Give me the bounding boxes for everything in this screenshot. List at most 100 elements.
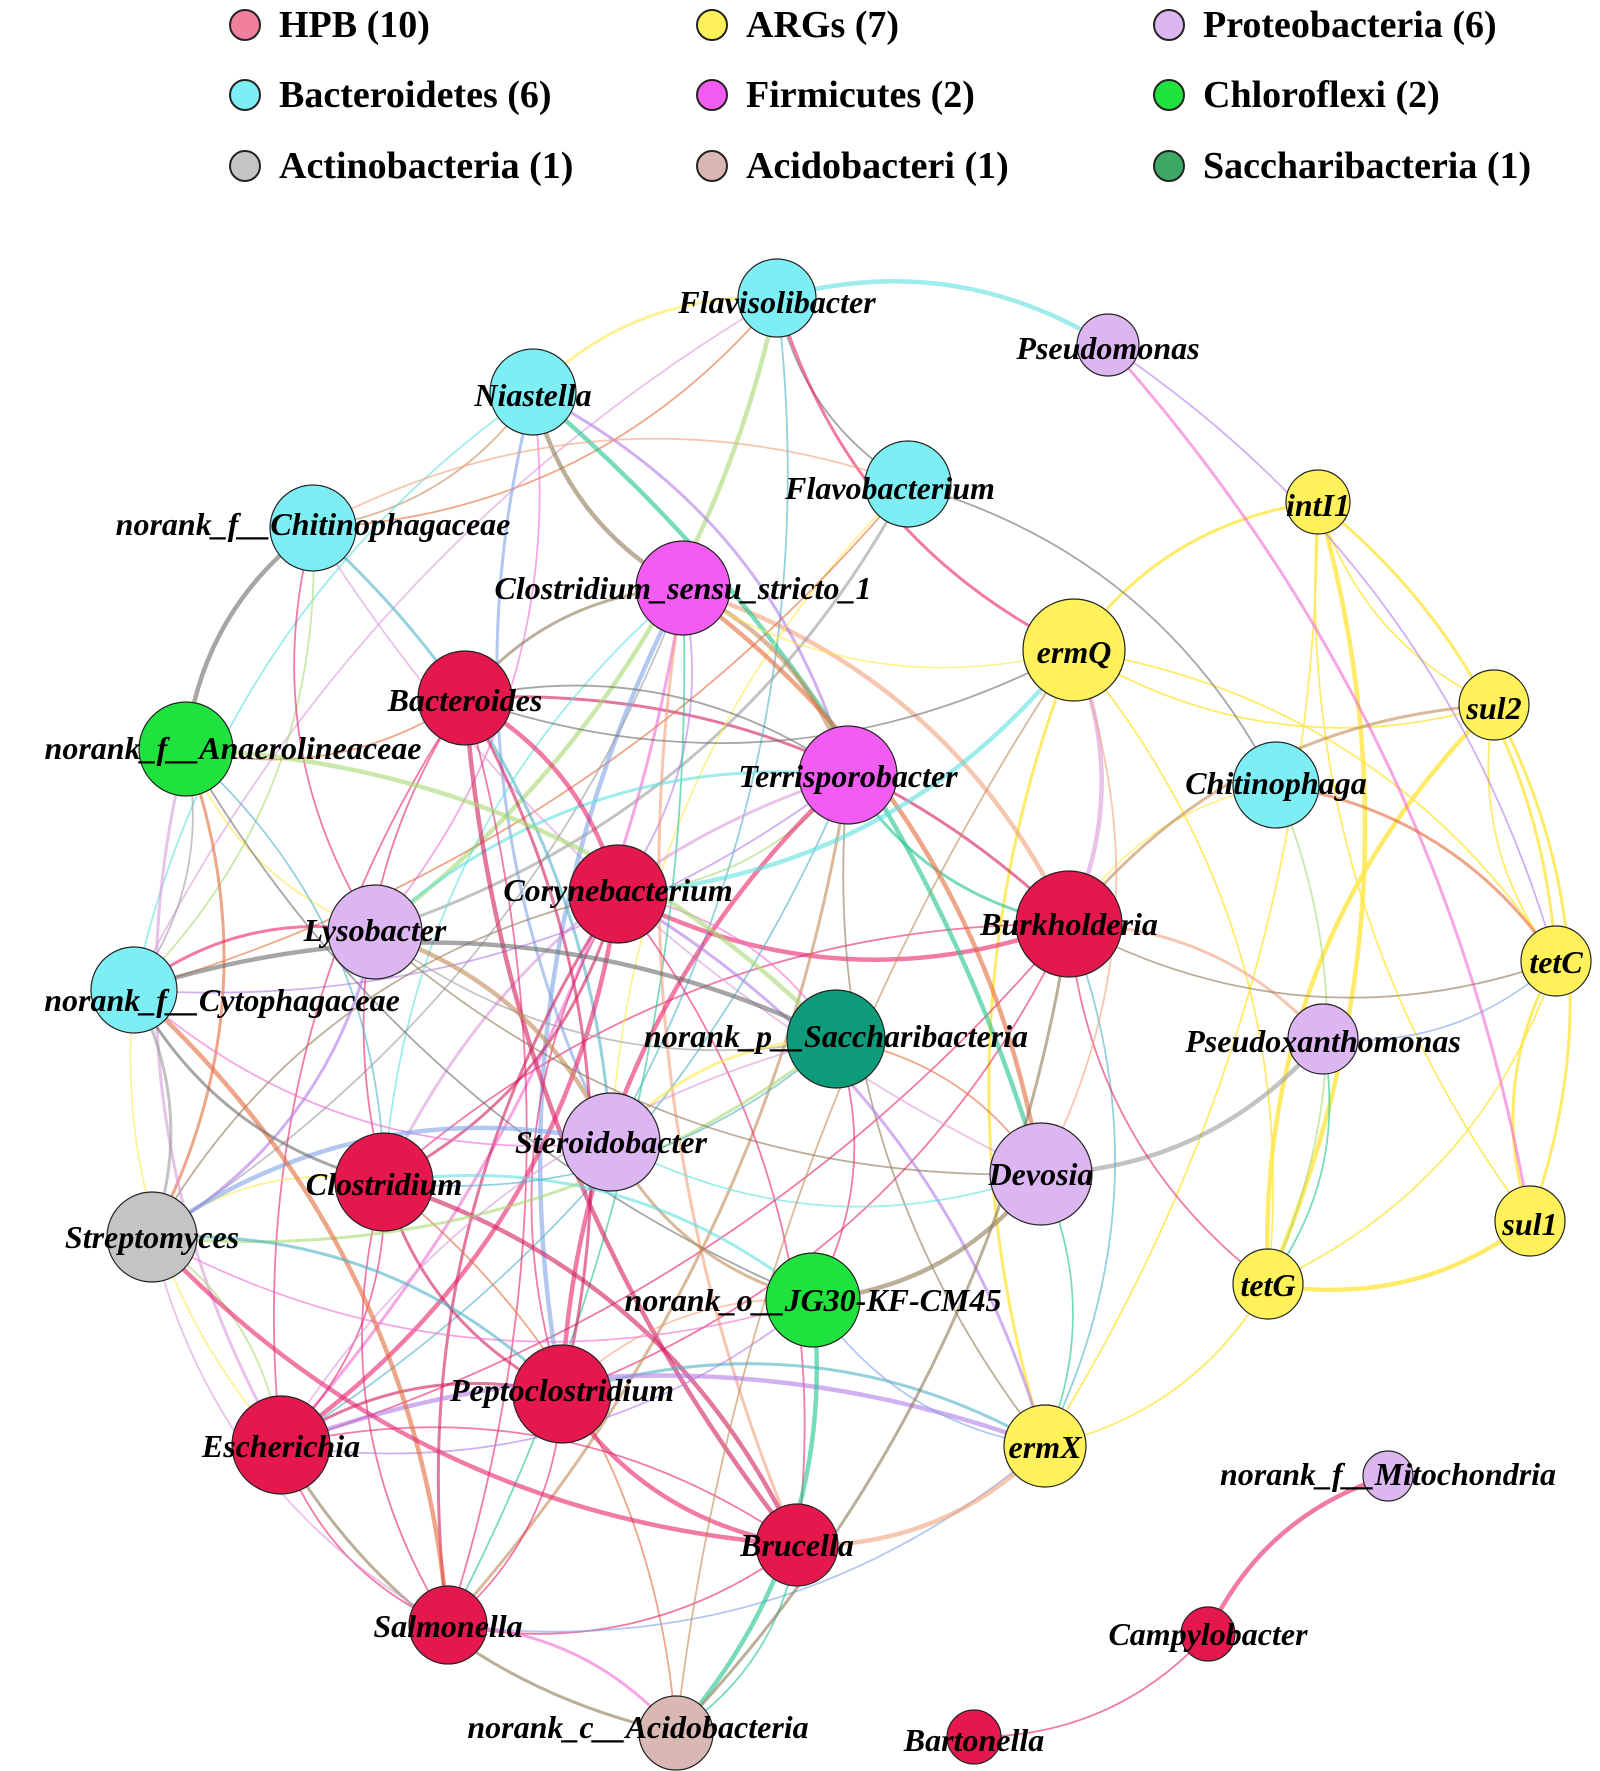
node-escherichia <box>231 1395 331 1495</box>
edge-anaerolineaceae-saccharibacteria <box>185 746 838 1041</box>
legend-swatch-saccharibacteria <box>1153 150 1185 182</box>
node-label-flavisolibacter: Flavisolibacter <box>677 284 876 320</box>
node-pseudomonas <box>1076 313 1140 377</box>
edge-tetG-ermQ <box>1073 649 1274 1285</box>
node-label-devosia: Devosia <box>988 1156 1094 1192</box>
legend-item-bacteroidetes: Bacteroidetes (6) <box>229 70 552 120</box>
edge-campylobacter-bartonella <box>973 1633 1209 1738</box>
edge-mitochondria-campylobacter <box>1205 1473 1389 1635</box>
node-streptomyces <box>106 1191 198 1283</box>
edge-cytophagaceae-salmonella <box>132 988 451 1626</box>
edge-flavobacterium-steroidobacter <box>610 483 909 1143</box>
node-terrisporobacter <box>798 725 898 825</box>
node-ermX <box>1003 1404 1087 1488</box>
node-devosia <box>989 1122 1093 1226</box>
node-label-pseudomonas: Pseudomonas <box>1015 330 1199 366</box>
node-burkholderia <box>1015 870 1123 978</box>
legend-label-firmicutes: Firmicutes (2) <box>746 74 975 116</box>
node-label-streptomyces: Streptomyces <box>65 1219 239 1255</box>
legend-item-args: ARGs (7) <box>696 0 899 50</box>
node-label-peptoclostridium: Peptoclostridium <box>449 1372 674 1408</box>
edge-intI1-ermX <box>1044 501 1319 1447</box>
edge-pseudomonas-sul1 <box>1106 344 1532 1222</box>
node-label-intI1: intI1 <box>1286 487 1350 523</box>
node-niastella <box>489 348 577 436</box>
node-saccharibacteria <box>786 989 886 1089</box>
legend-swatch-args <box>696 9 728 41</box>
edge-chitinophagaceae-cytophagaceae <box>133 527 315 991</box>
node-bartonella <box>946 1709 1002 1765</box>
legend-swatch-hpb <box>229 9 261 41</box>
legend-item-chloroflexi: Chloroflexi (2) <box>1153 70 1440 120</box>
node-label-ermQ: ermQ <box>1037 634 1112 670</box>
node-mitochondria <box>1362 1450 1414 1502</box>
edge-steroidobacter-devosia <box>610 1141 1042 1208</box>
edge-acidobacteria-burkholderia <box>674 923 1071 1735</box>
edge-bacteroides-ermQ <box>464 649 1075 744</box>
edge-burkholderia-peptoclostridium <box>561 923 1070 1395</box>
node-flavisolibacter <box>737 258 817 338</box>
legend: HPB (10) ARGs (7) Proteobacteria (6) Bac… <box>0 0 1600 190</box>
edge-terrisporobacter-peptoclostridium <box>559 773 850 1395</box>
node-label-niastella: Niastella <box>473 377 591 413</box>
legend-label-actinobacteria: Actinobacteria (1) <box>279 145 574 187</box>
legend-item-proteobacteria: Proteobacteria (6) <box>1153 0 1497 50</box>
edge-clostridium-brucella <box>383 1179 800 1546</box>
edge-sul1-tetG <box>1267 1219 1532 1293</box>
node-label-cytophagaceae: norank_f__Cytophagaceae <box>44 982 400 1018</box>
legend-item-firmicutes: Firmicutes (2) <box>696 70 975 120</box>
node-label-salmonella: Salmonella <box>373 1608 522 1644</box>
legend-label-bacteroidetes: Bacteroidetes (6) <box>279 74 552 116</box>
edge-bacteroides-salmonella <box>447 697 528 1626</box>
node-clostridium <box>334 1132 434 1232</box>
legend-item-acidobacteri: Acidobacteri (1) <box>696 141 1009 191</box>
edge-pseudomonas-flavisolibacter <box>776 279 1110 347</box>
edge-burkholderia-clostridium_ss1 <box>682 585 1072 925</box>
edge-corynebacterium-ermQ <box>617 648 1076 897</box>
node-label-sul2: sul2 <box>1465 690 1521 726</box>
node-label-lysobacter: Lysobacter <box>303 912 447 948</box>
node-label-acidobacteria: norank_c__Acidobacteria <box>467 1709 808 1745</box>
node-salmonella <box>408 1585 488 1665</box>
node-flavobacterium <box>864 440 952 528</box>
edge-terrisporobacter-ermX <box>842 774 1046 1447</box>
node-label-terrisporobacter: Terrisporobacter <box>738 758 958 794</box>
node-layer <box>90 258 1592 1771</box>
edge-terrisporobacter-lysobacter <box>373 770 849 934</box>
edge-burkholderia-tetC <box>1068 923 1557 999</box>
edge-burkholderia-escherichia <box>280 923 1070 1446</box>
node-label-chitinophagaceae: norank_f__Chitinophagaceae <box>116 506 511 542</box>
edge-terrisporobacter-cytophagaceae <box>133 774 849 994</box>
node-label-chitinophaga: Chitinophaga <box>1185 765 1366 801</box>
edge-flavisolibacter-cytophagaceae <box>133 297 778 991</box>
edge-clostridium_ss1-peptoclostridium <box>537 586 685 1395</box>
legend-swatch-actinobacteria <box>229 150 261 182</box>
edge-anaerolineaceae-escherichia <box>154 748 283 1446</box>
node-sul1 <box>1494 1185 1566 1257</box>
legend-swatch-firmicutes <box>696 79 728 111</box>
edge-sul2-ermQ <box>1073 649 1495 729</box>
node-cytophagaceae <box>90 946 178 1034</box>
edge-niastella-steroidobacter <box>495 391 613 1143</box>
legend-item-saccharibacteria: Saccharibacteria (1) <box>1153 141 1531 191</box>
legend-label-args: ARGs (7) <box>746 4 900 46</box>
node-bacteroides <box>417 650 513 746</box>
edge-jg30-clostridium <box>383 1173 814 1302</box>
edge-pseudomonas-tetC <box>1107 344 1557 962</box>
edge-streptomyces-brucella <box>150 1235 798 1548</box>
node-label-escherichia: Escherichia <box>201 1428 360 1464</box>
edge-intI1-sul2 <box>1317 501 1495 706</box>
node-label-bacteroides: Bacteroides <box>387 682 543 718</box>
edge-corynebacterium-streptomyces <box>151 893 619 1238</box>
edge-chitinophagaceae-lysobacter <box>293 527 376 933</box>
edge-terrisporobacter-clostridium <box>382 773 849 1183</box>
node-label-saccharibacteria: norank_p__Saccharibacteria <box>644 1018 1028 1054</box>
edge-burkholderia-corynebacterium <box>616 892 1070 962</box>
edge-corynebacterium-ermX <box>617 892 1047 1447</box>
edge-flavobacterium-lysobacter <box>374 483 910 934</box>
node-clostridium_ss1 <box>635 540 731 636</box>
edge-streptomyces-peptoclostridium <box>151 1234 564 1396</box>
edge-intI1-tetG <box>1265 501 1368 1285</box>
node-label-anaerolineaceae: norank_f__Anaerolineaceae <box>45 730 422 766</box>
edge-niastella-terrisporobacter <box>532 390 850 776</box>
